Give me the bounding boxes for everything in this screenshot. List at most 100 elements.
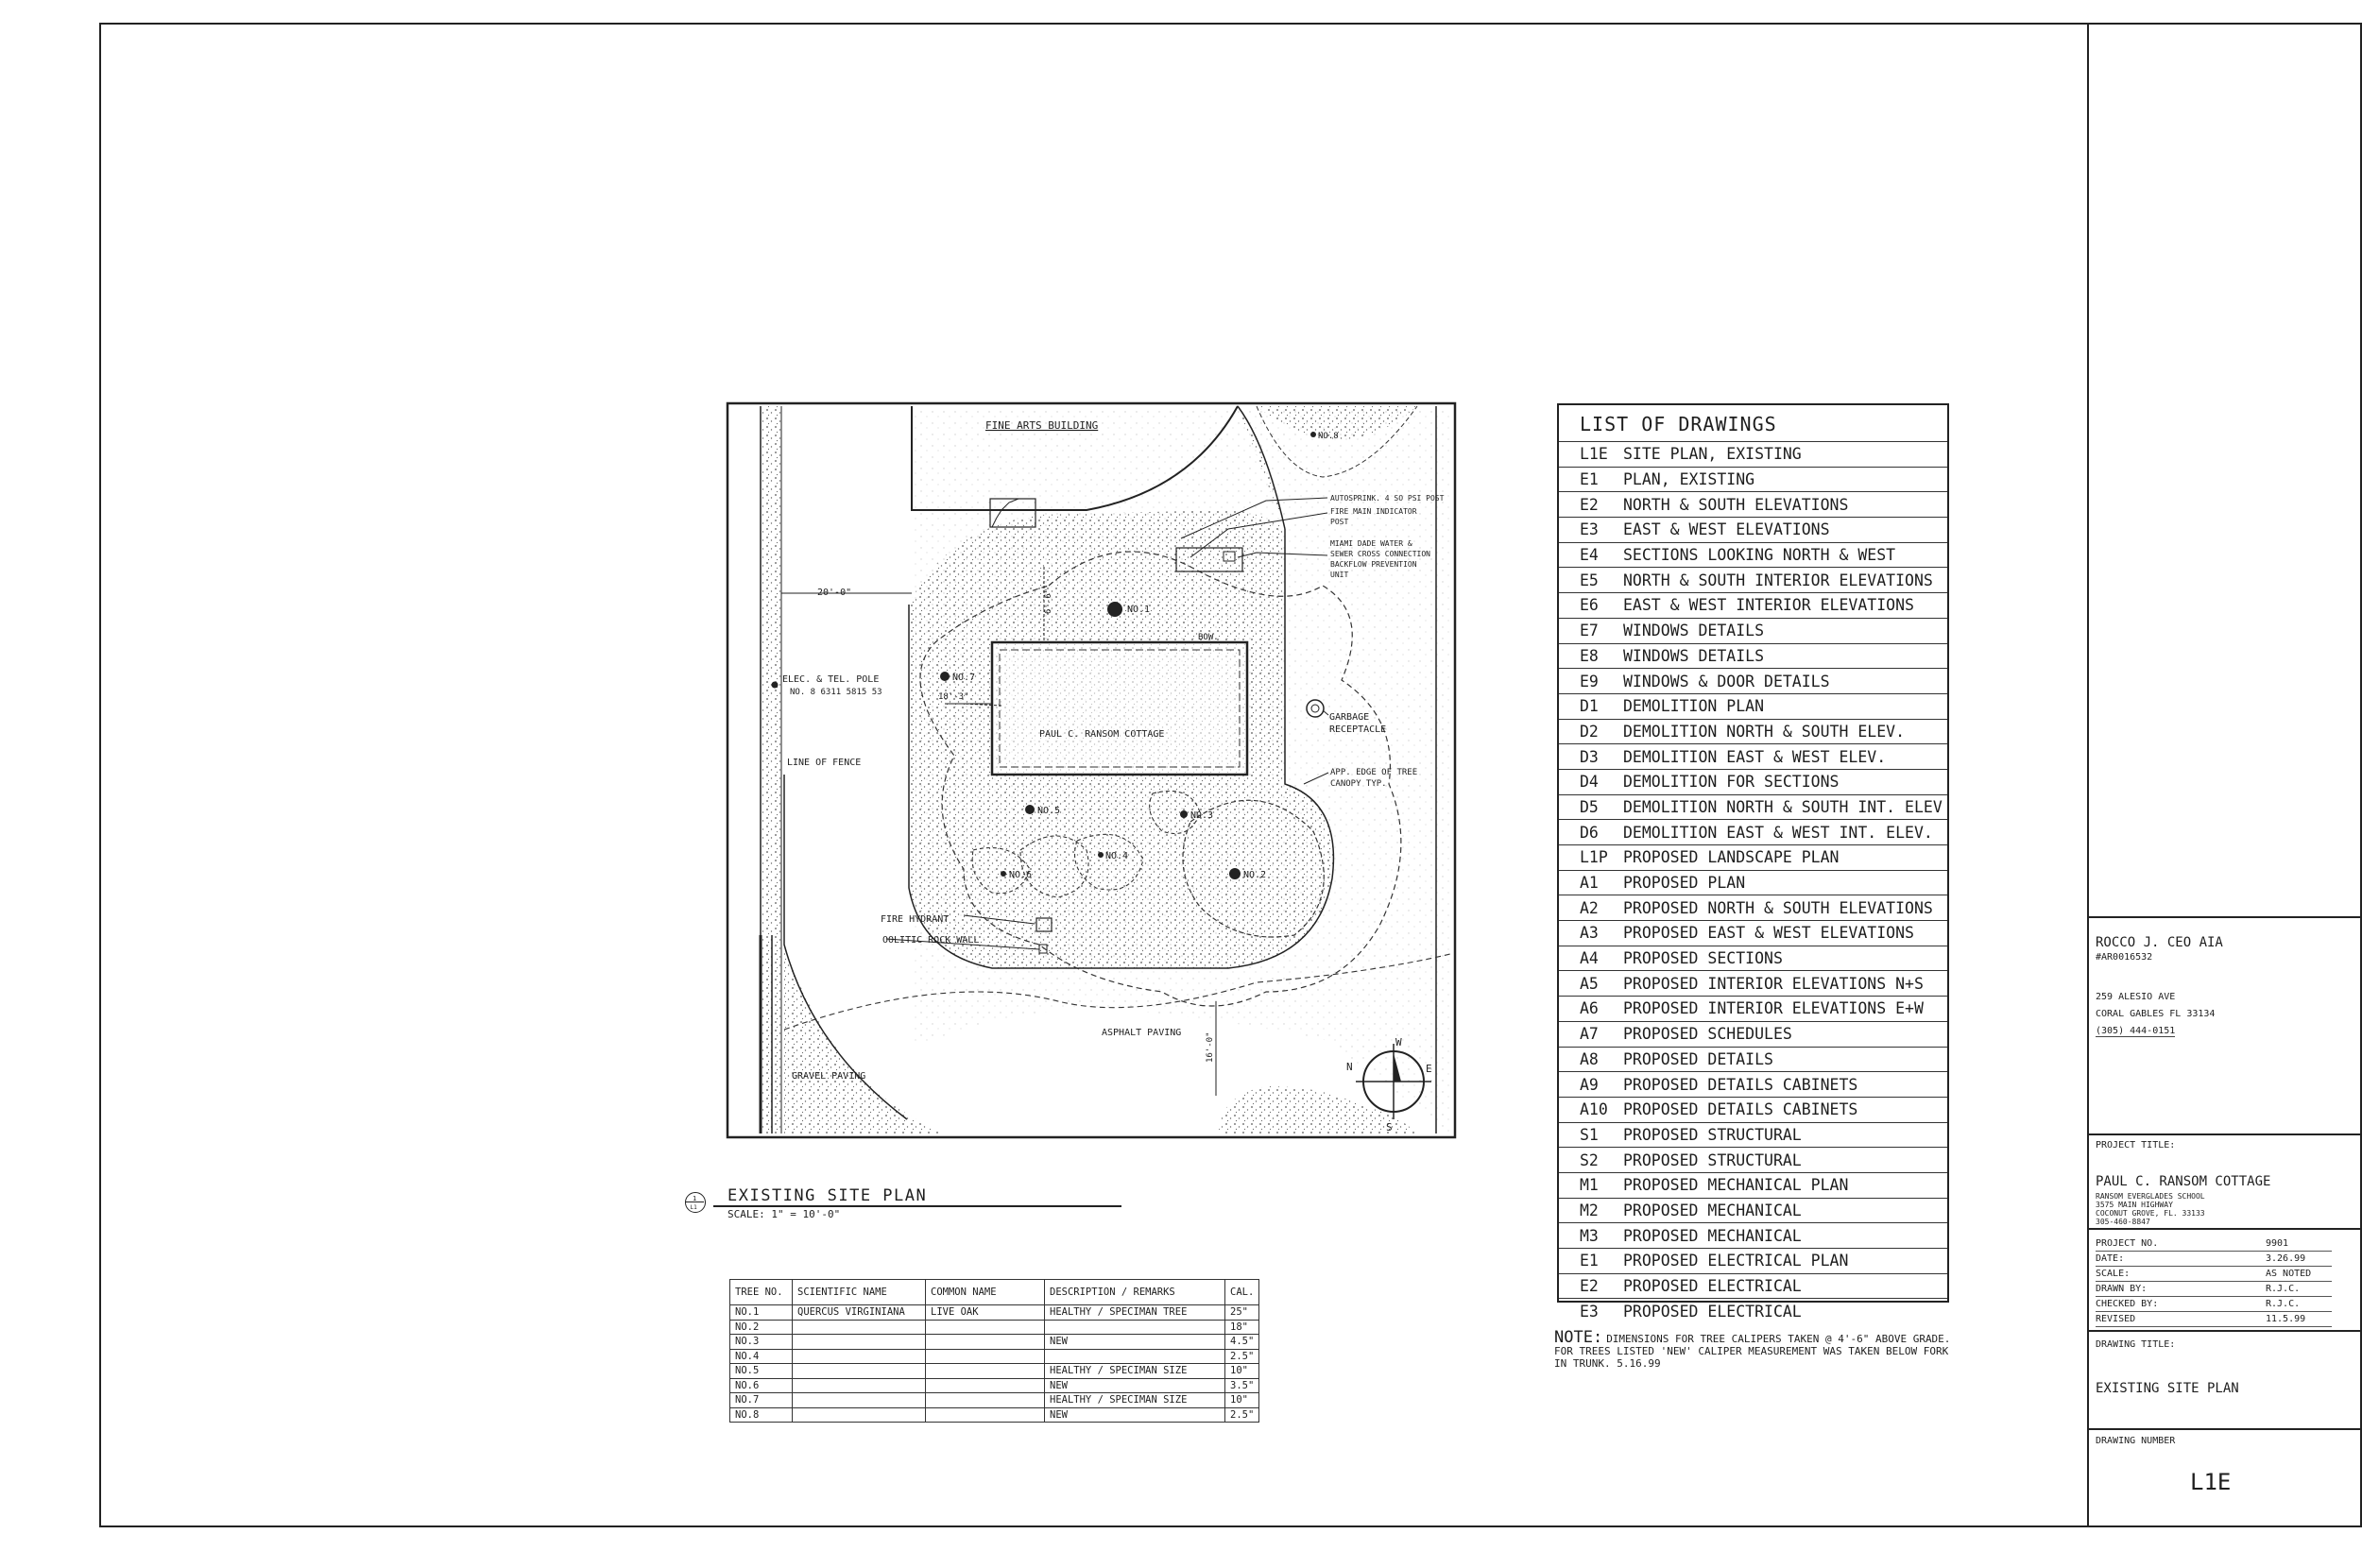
drawing-name: WINDOWS DETAILS [1623,622,1765,640]
header-cal: CAL. [1224,1279,1260,1305]
drawing-code: M2 [1580,1201,1599,1219]
table-cell: NO.7 [729,1392,793,1408]
drawing-name: EAST & WEST INTERIOR ELEVATIONS [1623,596,1914,615]
drawing-code: E7 [1580,622,1599,640]
table-cell: LIVE OAK [925,1304,1045,1321]
tree-schedule-table: TREE NO. SCIENTIFIC NAME COMMON NAME DES… [729,1279,1260,1423]
table-cell: HEALTHY / SPECIMAN TREE [1044,1304,1225,1321]
label-callout-water-1: MIAMI DADE WATER & [1330,539,1412,548]
label-garbage-2: RECEPTACLE [1329,724,1386,735]
tb-divider-4 [2087,1330,2362,1332]
drawing-code: A6 [1580,999,1599,1018]
architect-phone: (305) 444-0151 [2096,1026,2176,1037]
tree-no-2 [1229,868,1241,879]
table-cell [925,1392,1045,1408]
drawing-name: DEMOLITION NORTH & SOUTH INT. ELEV [1623,797,1943,816]
drawing-name: PROPOSED INTERIOR ELEVATIONS E+W [1623,999,1924,1018]
table-cell [925,1348,1045,1364]
drawing-code: A10 [1580,1100,1608,1119]
drawing-code: D6 [1580,823,1599,842]
label-callout-water-2: SEWER CROSS CONNECTION [1330,550,1430,558]
drawing-name: PROPOSED SCHEDULES [1623,1025,1792,1044]
drawing-code: E6 [1580,596,1599,615]
table-cell [925,1363,1045,1379]
drawing-title-label: DRAWING TITLE: [2096,1339,2176,1350]
architect-name: ROCCO J. CEO AIA [2096,935,2223,950]
table-cell: QUERCUS VIRGINIANA [792,1304,926,1321]
field-label: REVISED [2096,1314,2136,1324]
tb-divider-2 [2087,1133,2362,1135]
field-label: DRAWN BY: [2096,1284,2148,1294]
field-label: DATE: [2096,1253,2125,1264]
drawing-list-item: E6 EAST & WEST INTERIOR ELEVATIONS [1559,592,1947,618]
label-elec-pole-2: NO. 8 6311 5815 53 [790,688,882,697]
drawing-name: PROPOSED DETAILS [1623,1049,1773,1068]
sheet-border [99,23,2362,1527]
tree-no-1 [1107,602,1122,617]
project-info-row: PROJECT NO.9901 [2096,1236,2332,1252]
fence-strip [761,406,781,1133]
project-info-row: DRAWN BY:R.J.C. [2096,1282,2332,1297]
table-cell: NO.3 [729,1334,793,1350]
drawing-name: PROPOSED LANDSCAPE PLAN [1623,848,1840,867]
drawing-name: PROPOSED STRUCTURAL [1623,1150,1802,1169]
drawing-name: PROPOSED INTERIOR ELEVATIONS N+S [1623,974,1924,993]
compass-n: N [1346,1061,1353,1073]
drawing-code: E3 [1580,520,1599,539]
drawing-name: PROPOSED MECHANICAL PLAN [1623,1176,1849,1195]
table-cell: NO.5 [729,1363,793,1379]
drawing-code: A2 [1580,898,1599,917]
drawing-name: WINDOWS DETAILS [1623,646,1765,665]
drawing-code: E4 [1580,546,1599,565]
table-cell: 18" [1224,1319,1260,1335]
north-arrow: N S E W [1346,1036,1432,1133]
project-title: PAUL C. RANSOM COTTAGE [2096,1174,2271,1189]
tree-no-3 [1180,810,1188,818]
drawing-name: NORTH & SOUTH ELEVATIONS [1623,495,1849,514]
label-elec-pole-1: ELEC. & TEL. POLE [782,674,879,685]
table-cell: NEW [1044,1377,1225,1393]
ref-sheet: L1 [691,1204,698,1211]
label-tree-2: NO.2 [1243,870,1266,880]
project-info-row: SCALE:AS NOTED [2096,1267,2332,1282]
detail-reference-bubble: 1 L1 [685,1192,706,1213]
caliper-note: NOTE:DIMENSIONS FOR TREE CALIPERS TAKEN … [1554,1330,1960,1371]
table-cell [792,1363,926,1379]
table-cell [792,1348,926,1364]
drawing-number: L1E [2190,1469,2232,1495]
table-cell [792,1392,926,1408]
drawing-name: PROPOSED EAST & WEST ELEVATIONS [1623,924,1914,943]
label-asphalt: ASPHALT PAVING [1102,1028,1181,1038]
project-address-line-4: 305-460-8847 [2096,1218,2150,1226]
drawing-number-label: DRAWING NUMBER [2096,1436,2176,1446]
label-garbage-1: GARBAGE [1329,712,1369,723]
header-description: DESCRIPTION / REMARKS [1044,1279,1225,1305]
table-cell [792,1377,926,1393]
drawing-name: PROPOSED MECHANICAL [1623,1226,1802,1245]
table-cell [1044,1348,1225,1364]
drawing-code: E3 [1580,1302,1599,1321]
tb-divider-1 [2087,916,2362,918]
drawing-name: DEMOLITION EAST & WEST INT. ELEV. [1623,823,1933,842]
label-tree-5: NO.5 [1037,806,1060,816]
table-cell: 10" [1224,1392,1260,1408]
table-cell: 4.5" [1224,1334,1260,1350]
drawing-name: DEMOLITION EAST & WEST ELEV. [1623,747,1887,766]
field-value: 11.5.99 [2266,1314,2306,1324]
field-value: 9901 [2266,1238,2289,1249]
label-callout-top-3: POST [1330,518,1348,526]
field-value: R.J.C. [2266,1299,2301,1309]
field-value: AS NOTED [2266,1269,2312,1279]
